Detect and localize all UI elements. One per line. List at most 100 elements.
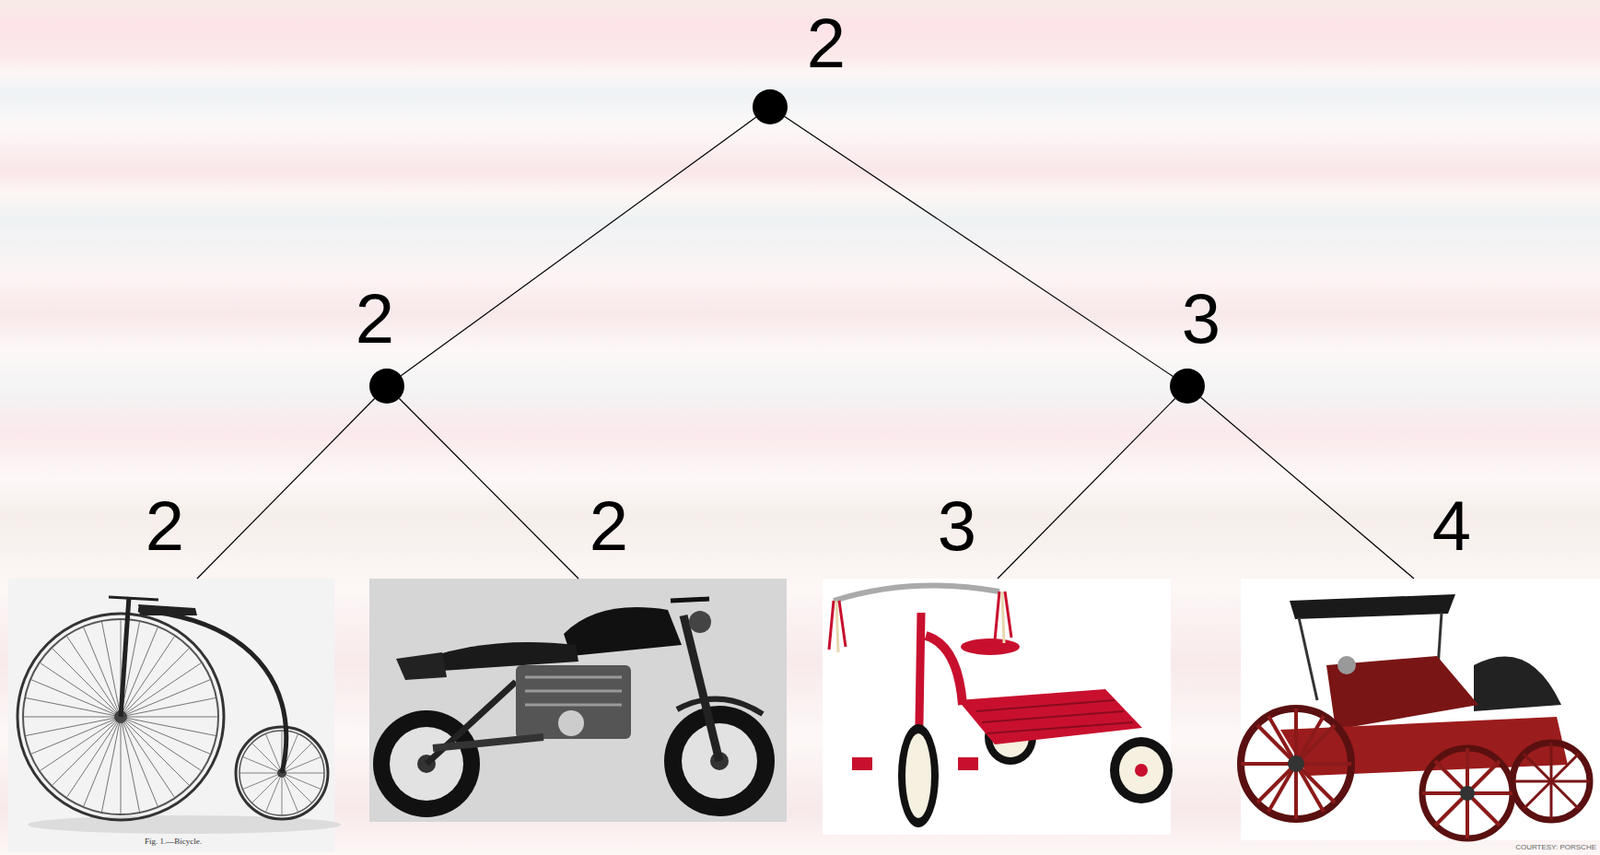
antique-car-picture-part	[1280, 716, 1568, 776]
antique-car-picture-part	[1240, 708, 1352, 819]
photo-credit: COURTESY: PORSCHE	[1515, 843, 1597, 853]
motorcycle-picture-part	[396, 652, 447, 680]
tricycle-picture-part	[925, 635, 963, 705]
node-value: 2	[589, 490, 629, 561]
tree-edge	[1200, 397, 1414, 579]
motorcycle-picture-part	[689, 610, 712, 633]
tricycle-picture-part-part	[981, 711, 1124, 723]
tricycle-picture-part-part	[829, 600, 834, 650]
penny-farthing-picture-part	[138, 604, 198, 616]
antique-car-picture-part	[1459, 785, 1475, 801]
antique-car-picture-part-part	[1257, 724, 1335, 803]
antique-car-picture-part-part	[1435, 760, 1500, 826]
tricycle-picture-part	[1119, 746, 1164, 795]
dot-fill	[752, 89, 788, 125]
antique-car-picture-part	[1240, 708, 1352, 819]
vehicle-node: 3	[822, 490, 1171, 835]
motorcycle-picture-part	[525, 677, 622, 705]
antique-car-picture-part	[1473, 655, 1562, 712]
motorcycle-picture-part	[432, 736, 544, 748]
antique-car-picture-part-part	[1257, 724, 1335, 803]
tricycle-picture-part	[905, 733, 932, 818]
motorcycle-picture-part-part	[525, 703, 622, 707]
tree-edge	[197, 398, 375, 579]
picture-frame	[8, 578, 335, 853]
antique-car-picture-part	[1326, 655, 1479, 730]
tree-node: 2	[752, 8, 788, 125]
tree-edge	[398, 397, 579, 579]
figure-caption-text: Fig. 1.—Bicycle.	[144, 837, 202, 847]
dot-fill	[1169, 368, 1205, 404]
tricycle-picture-part-part	[1002, 591, 1005, 643]
dot-outline	[369, 368, 405, 404]
motorcycle-picture-part-part	[525, 676, 622, 679]
penny-farthing-picture-part	[138, 609, 287, 773]
tricycle-picture-part-part	[839, 600, 846, 647]
dot-fill	[369, 368, 405, 404]
dot-outline	[752, 89, 788, 125]
antique-car-picture-part	[1512, 742, 1590, 820]
antique-car-picture-part	[1240, 578, 1600, 841]
photo-credit-text: COURTESY: PORSCHE	[1515, 843, 1597, 853]
tricycle-picture-part	[957, 757, 979, 771]
node-value: 3	[937, 490, 977, 561]
antique-car-picture-part	[1287, 755, 1305, 772]
tricycle-picture-part	[976, 700, 1133, 734]
vehicle-node: 2	[8, 490, 335, 853]
tree-dot	[369, 368, 405, 404]
motorcycle-picture-part	[426, 681, 516, 764]
tricycle-picture	[822, 578, 1173, 835]
node-value: 4	[1432, 490, 1472, 561]
antique-car-picture-part	[1422, 747, 1513, 839]
antique-car-picture-part	[1512, 742, 1590, 820]
tricycle-picture-part	[829, 591, 1012, 653]
tricycle-picture-part	[833, 584, 1000, 601]
antique-car-picture-part-part	[1268, 715, 1324, 812]
vehicle-node: 4	[1240, 490, 1600, 841]
tricycle-picture-part	[852, 757, 873, 771]
tree-edge	[997, 398, 1176, 579]
figure-caption: Fig. 1.—Bicycle.	[144, 837, 202, 847]
penny-farthing-picture-part	[108, 596, 159, 600]
node-value: 2	[355, 283, 395, 354]
antique-car-picture-part	[1298, 617, 1318, 701]
picture-frame	[369, 578, 787, 822]
picture-frame	[1240, 578, 1600, 841]
motorcycle-picture-part	[369, 578, 787, 822]
tree-dot	[1169, 368, 1205, 404]
penny-farthing-picture	[8, 578, 341, 853]
node-value: 2	[145, 490, 185, 561]
tricycle-picture-part-part	[836, 600, 839, 653]
picture-frame	[822, 578, 1171, 835]
antique-car-picture	[1240, 578, 1600, 841]
motorcycle-picture-part	[558, 710, 584, 736]
motorcycle-picture-part	[563, 607, 682, 656]
tree-edge	[784, 116, 1173, 377]
tricycle-picture-part	[957, 689, 1143, 745]
node-value: 2	[806, 8, 846, 79]
tricycle-picture-part-part	[976, 700, 1115, 712]
tricycle-picture-part	[960, 638, 1020, 655]
tricycle-picture-part-part	[987, 722, 1133, 734]
tricycle-picture-part	[1109, 736, 1173, 804]
motorcycle-picture-part	[683, 615, 720, 761]
tree-dot	[752, 89, 788, 125]
tricycle-picture-part	[1134, 763, 1148, 777]
motorcycle-picture-part	[677, 699, 763, 714]
penny-farthing-picture-part	[8, 578, 335, 853]
tree-node: 2	[369, 283, 405, 404]
motorcycle-picture	[369, 578, 787, 822]
antique-car-picture-part-part	[1435, 760, 1500, 826]
tree-edge	[400, 116, 756, 376]
antique-car-picture-part-part	[1523, 753, 1579, 809]
node-value: 3	[1181, 283, 1221, 354]
dot-outline	[1169, 368, 1205, 404]
tree-node: 3	[1169, 283, 1205, 404]
motorcycle-picture-part-part	[525, 689, 622, 693]
motorcycle-picture-part	[515, 665, 631, 739]
antique-car-picture-part	[1422, 747, 1513, 839]
antique-car-picture-part-part	[1523, 753, 1579, 809]
antique-car-picture-part	[1289, 594, 1456, 619]
